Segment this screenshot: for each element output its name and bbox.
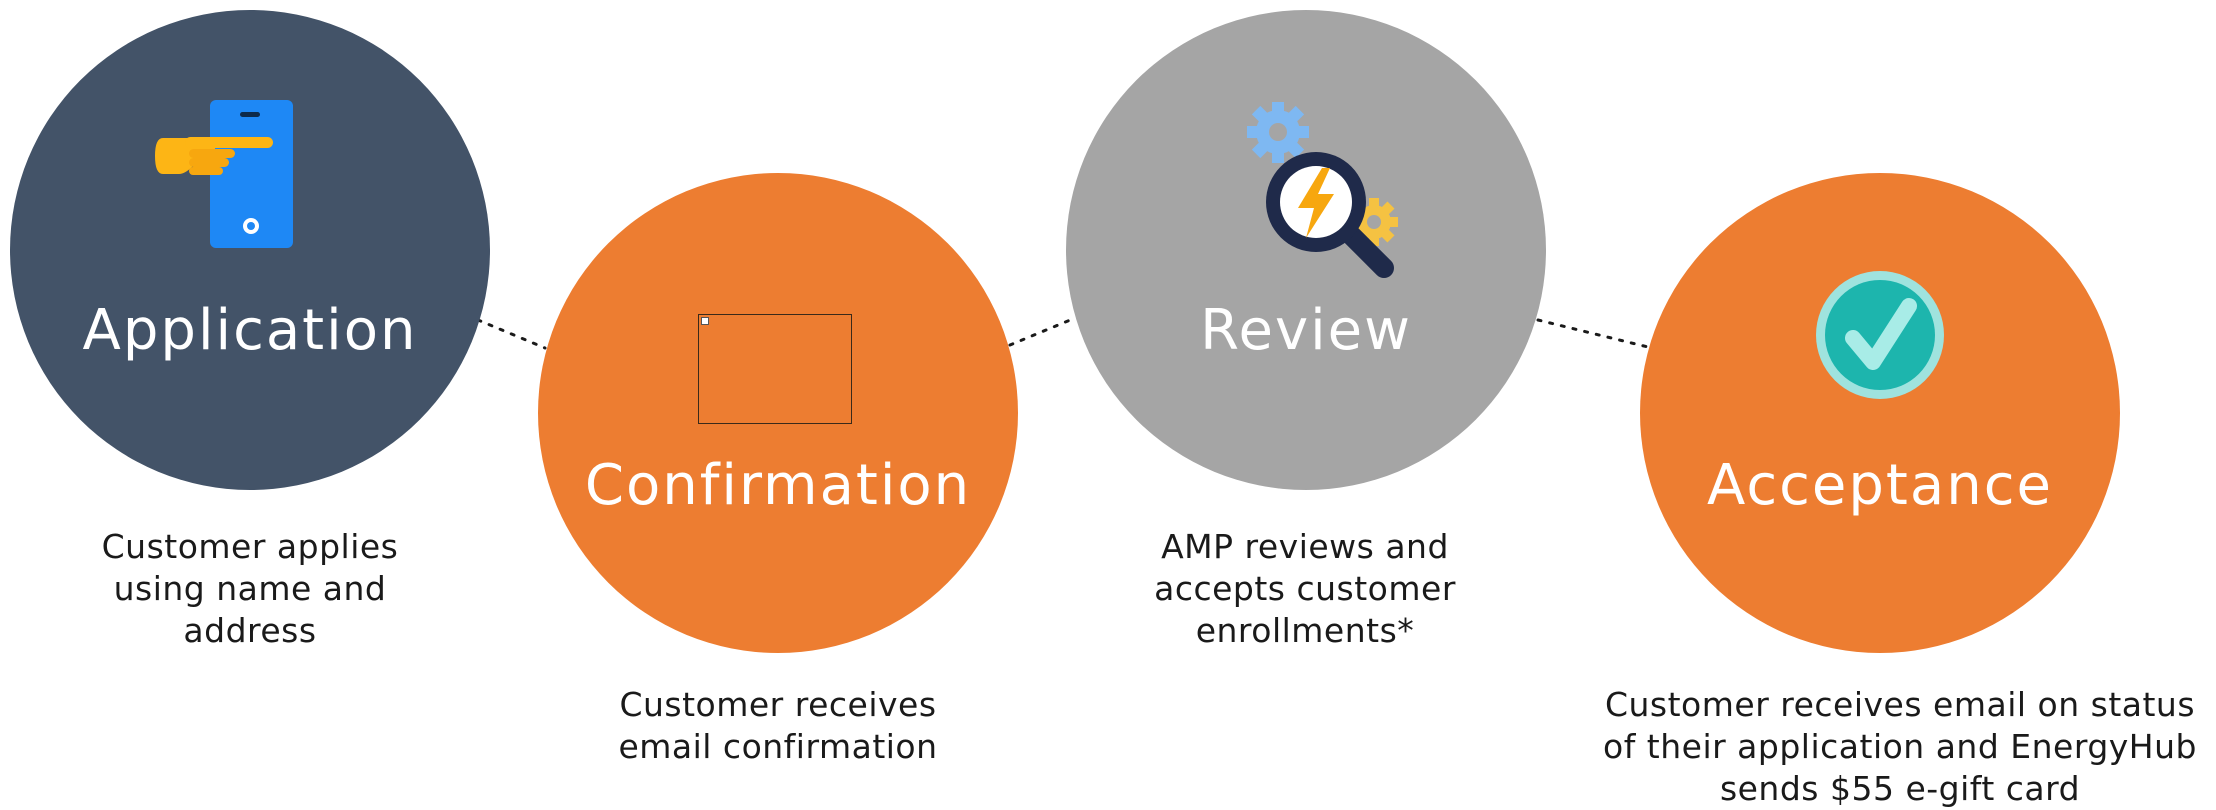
connector-1-2 (476, 318, 547, 350)
broken-image-icon (701, 317, 709, 325)
magnifier-lightning-gears-icon (1247, 102, 1398, 278)
step-description: AMP reviews and accepts customer enrollm… (1154, 527, 1456, 650)
connector-2-3 (1008, 316, 1077, 347)
step-description: Customer applies using name and address (101, 527, 399, 650)
step-title: Review (1200, 298, 1412, 363)
step-title: Application (82, 298, 418, 363)
phone-tap-icon (155, 100, 293, 248)
step-application-circle: Application (10, 10, 490, 490)
checkmark-circle-icon (1816, 271, 1944, 399)
image-placeholder (698, 314, 852, 424)
step-acceptance-circle: Acceptance (1640, 173, 2120, 653)
gear-icon (1350, 198, 1398, 246)
lightning-icon (1298, 168, 1334, 238)
step-description: Customer receives email confirmation (618, 685, 938, 766)
step-review-circle: Review (1066, 10, 1546, 490)
step-title: Acceptance (1707, 453, 2053, 518)
connector-3-4 (1536, 318, 1654, 350)
step-description: Customer receives email on status of the… (1603, 685, 2197, 808)
step-title: Confirmation (584, 453, 972, 518)
gear-icon (1247, 102, 1309, 163)
step-confirmation-circle: Confirmation (538, 173, 1018, 653)
